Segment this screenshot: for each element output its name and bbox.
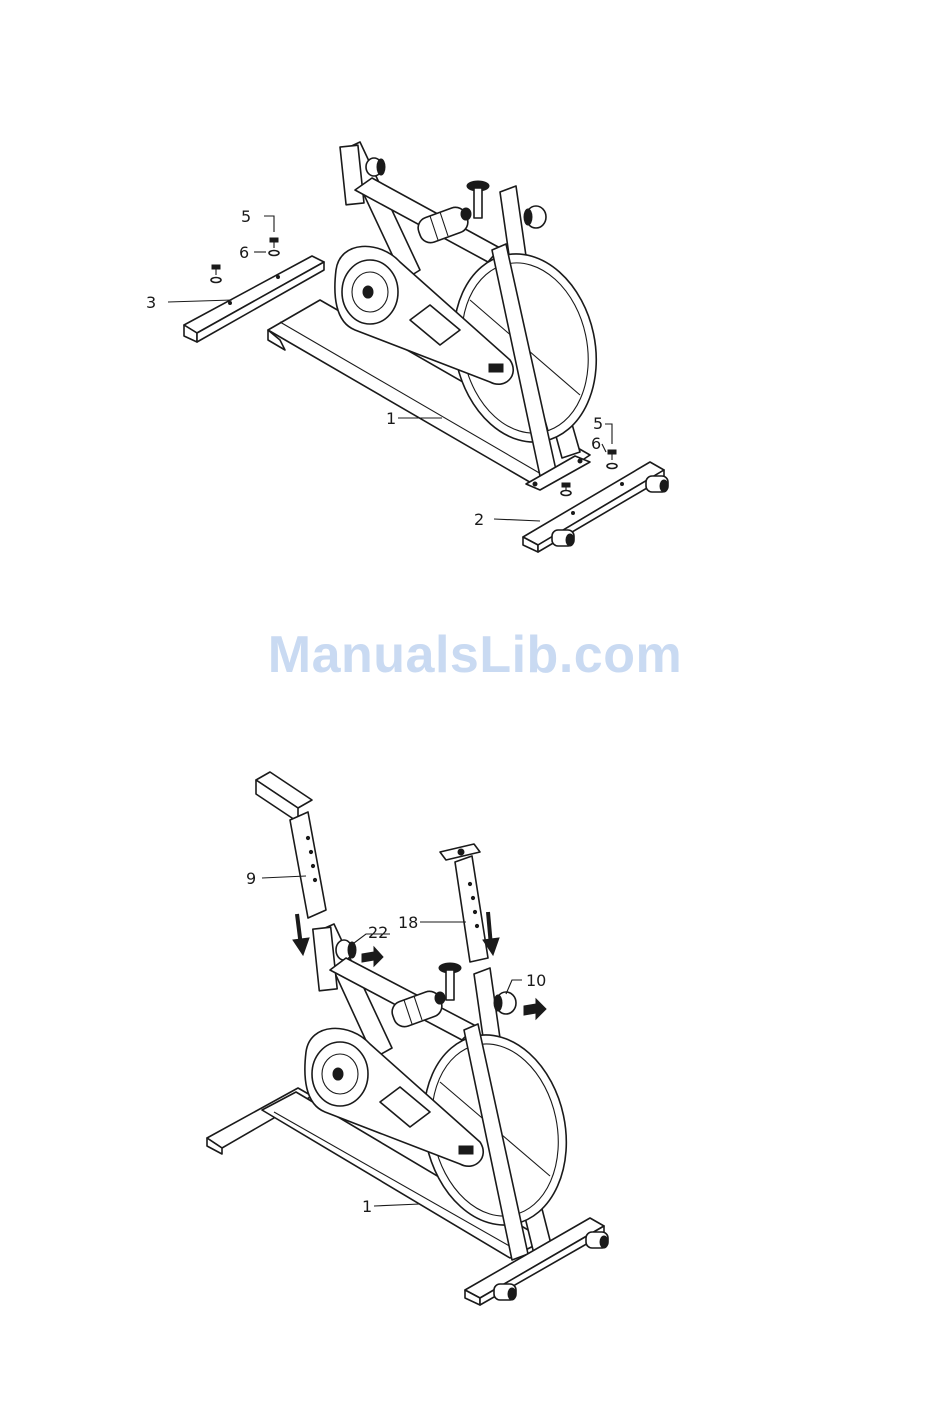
callout-9: 9: [246, 869, 256, 888]
callout-6-right: 6: [591, 434, 601, 453]
main-frame-bottom: [207, 924, 608, 1305]
handlebar-post-part-18: [440, 844, 488, 962]
top-figure: 5 6 3 1 5 6 2: [146, 142, 668, 552]
bottom-figure: 9 22 18 10 1: [207, 772, 608, 1305]
callout-3: 3: [146, 293, 156, 312]
callout-1-bottom: 1: [362, 1197, 372, 1216]
seat-post-part-9: [256, 772, 326, 918]
main-frame-top: [268, 142, 613, 490]
callout-6-left: 6: [239, 243, 249, 262]
watermark-text: ManualsLib.com: [0, 625, 950, 685]
callout-18: 18: [398, 913, 418, 932]
callout-1-top: 1: [386, 409, 396, 428]
callout-5-left: 5: [241, 207, 251, 226]
callout-22: 22: [368, 923, 388, 942]
callout-2: 2: [474, 510, 484, 529]
callout-5-right: 5: [593, 414, 603, 433]
callout-10: 10: [526, 971, 546, 990]
